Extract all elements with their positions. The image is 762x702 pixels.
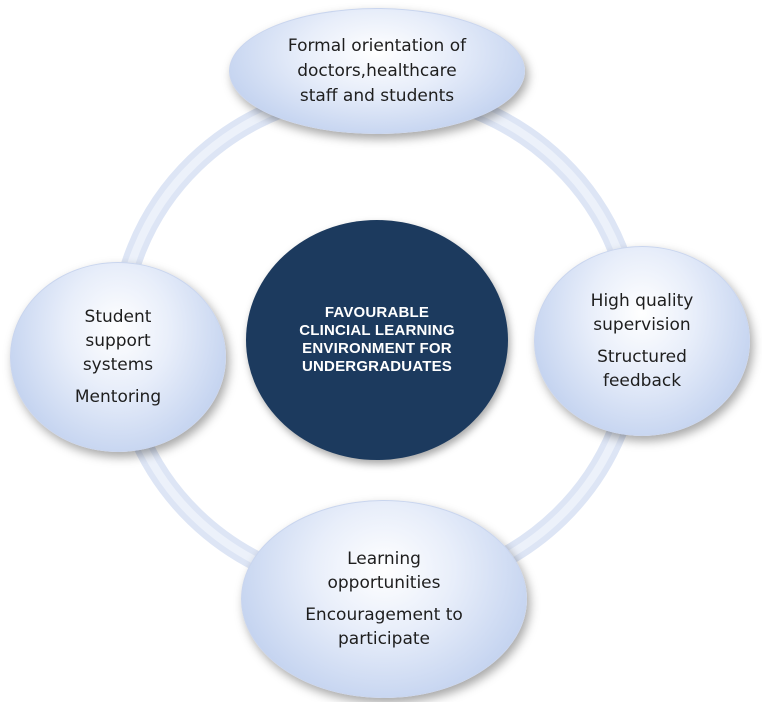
node-text-line: doctors,healthcare [297, 60, 457, 81]
node-text-line: High quality [590, 291, 694, 311]
center-text-line: CLINCIAL LEARNING [299, 322, 455, 339]
central-concept-node: FAVOURABLE CLINCIAL LEARNING ENVIRONMENT… [246, 220, 508, 460]
node-text-line: participate [338, 629, 430, 649]
support-group: Student support systems [83, 305, 153, 377]
node-text-line: support [85, 331, 151, 351]
node-text-line: opportunities [327, 573, 441, 593]
supervision-group: High quality supervision [591, 289, 694, 337]
center-text-line: UNDERGRADUATES [301, 358, 453, 375]
opportunities-group: Learning opportunities [327, 547, 440, 595]
node-text-line: Formal orientation of [287, 35, 467, 56]
node-text-line: Encouragement to [305, 605, 463, 625]
center-text-line: ENVIRONMENT FOR [302, 340, 452, 357]
node-text-line: Structured [597, 347, 687, 367]
central-concept-text: FAVOURABLE CLINCIAL LEARNING ENVIRONMENT… [299, 304, 455, 376]
node-text-line: staff and students [299, 85, 455, 106]
student-support-node: Student support systems Mentoring [10, 262, 226, 452]
node-text-line: systems [82, 355, 154, 375]
node-text-line: supervision [593, 315, 691, 335]
orientation-node: Formal orientation of doctors,healthcare… [229, 8, 525, 134]
node-text-line: feedback [602, 371, 682, 391]
node-text-line: Student [84, 307, 152, 327]
orientation-group: Formal orientation of doctors,healthcare… [288, 34, 466, 109]
supervision-node: High quality supervision Structured feed… [534, 246, 750, 436]
mentoring-group: Mentoring [75, 385, 161, 409]
center-text-line: FAVOURABLE [324, 304, 430, 321]
encouragement-group: Encouragement to participate [305, 603, 463, 651]
feedback-group: Structured feedback [597, 345, 687, 393]
node-text-line: Learning [347, 549, 421, 569]
learning-opportunities-node: Learning opportunities Encouragement to … [241, 500, 527, 698]
node-text-line: Mentoring [74, 387, 162, 407]
